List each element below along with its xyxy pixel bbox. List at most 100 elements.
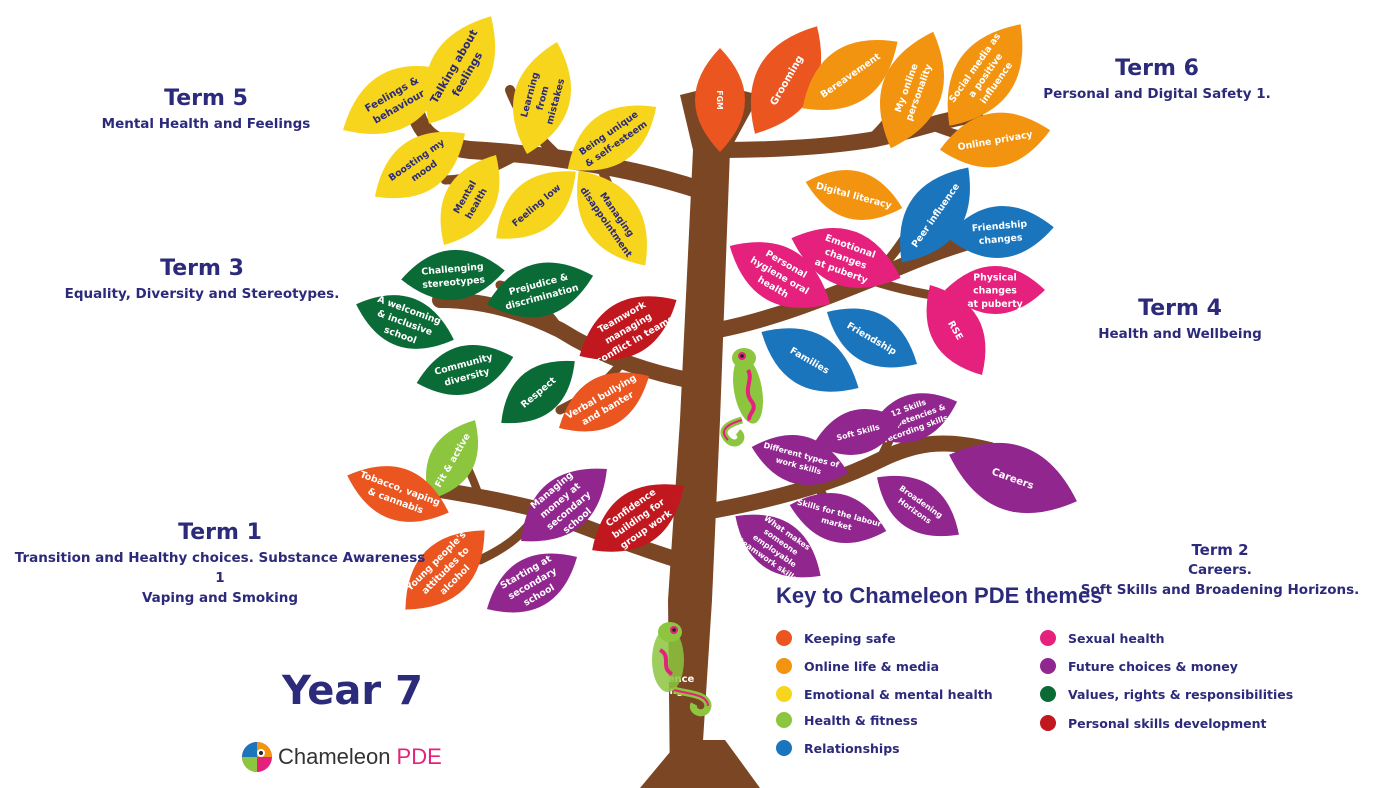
key-color-dot	[776, 740, 792, 756]
leaf-t3-1: Prejudice &discrimination	[486, 262, 594, 318]
term-1-title: Term 1	[178, 520, 262, 545]
leaf-t5-0: Feelings &behaviour	[343, 66, 447, 134]
term-4-title: Term 4	[1138, 296, 1222, 321]
leaf-shape	[805, 170, 903, 220]
leaf-shape	[440, 154, 500, 246]
leaf-shape	[877, 475, 959, 537]
leaf-shape	[592, 484, 684, 552]
leaf-shape	[761, 328, 859, 392]
leaf-shape	[826, 308, 918, 368]
key-item: Future choices & money	[1040, 658, 1238, 674]
tree-trunk	[640, 90, 760, 788]
leaf-shape	[424, 16, 496, 124]
leaf-shape	[926, 284, 986, 376]
key-label: Personal skills development	[1068, 715, 1267, 731]
term-2-title: Term 2	[1191, 541, 1249, 559]
leaf-shape	[577, 170, 647, 266]
leaf-shape	[486, 262, 594, 318]
key-color-dot	[1040, 630, 1056, 646]
key-item: Relationships	[776, 740, 900, 756]
leaf-shape	[789, 493, 887, 543]
leaf-label: changes	[978, 232, 1023, 247]
key-label: Future choices & money	[1068, 658, 1238, 674]
year-heading: Year 7	[282, 668, 423, 714]
key-title: Key to Chameleon PDE themes	[776, 583, 1103, 608]
leaf-t6-6: Digital literacy	[805, 170, 903, 220]
term-3-heading: Term 3 Equality, Diversity and Stereotyp…	[52, 256, 352, 304]
term-1-heading: Term 1 Transition and Healthy choices. S…	[10, 520, 430, 608]
leaf-shape	[751, 435, 849, 485]
leaf-shape	[401, 250, 505, 300]
leaf-shape	[343, 66, 447, 134]
chameleon-logo-icon	[242, 742, 272, 772]
leaf-t6-2: Bereavement	[802, 40, 898, 110]
key-item: Emotional & mental health	[776, 686, 993, 702]
chameleon-illustration	[720, 348, 763, 447]
leaf-shape	[735, 514, 821, 578]
leaf-shape	[486, 553, 578, 613]
key-item: Online life & media	[776, 658, 939, 674]
term-2-subtitle-1: Careers.	[1188, 562, 1252, 578]
leaf-shape	[513, 41, 571, 155]
key-item: Health & fitness	[776, 712, 918, 728]
leaf-t4-5: RSE	[926, 284, 986, 376]
leaf-shape	[695, 48, 745, 152]
logo-suffix: PDE	[396, 744, 442, 769]
leaf-label: stereotypes	[422, 274, 486, 290]
chameleon-illustration	[652, 622, 712, 717]
leaf-shape	[947, 24, 1023, 126]
term-1-subtitle-2: Vaping and Smoking	[141, 590, 299, 606]
leaf-shape	[521, 468, 607, 542]
leaf-shape	[946, 206, 1054, 258]
leaf-shape	[558, 372, 650, 432]
leaf-label: Friendship	[971, 219, 1027, 235]
leaf-t3-5: Respect	[501, 360, 575, 424]
leaf-t2-3: Careers	[949, 442, 1077, 514]
leaf-t6-1: Grooming	[750, 26, 822, 134]
leaf-shape	[356, 295, 454, 349]
leaf-shape	[416, 345, 514, 395]
key-color-dot	[776, 686, 792, 702]
leaf-shape	[567, 105, 657, 171]
term-1-subtitle-1: Transition and Healthy choices. Substanc…	[14, 550, 426, 586]
leaf-shape	[791, 228, 901, 288]
leaf-t4-7: Families	[761, 328, 859, 392]
leaf-t6-5: Online privacy	[939, 112, 1051, 168]
leaf-shape	[496, 171, 576, 239]
key-label: Sexual health	[1068, 630, 1165, 646]
leaf-shape	[729, 242, 831, 308]
leaf-t1-1: Tobacco, vaping& cannabis	[347, 466, 449, 522]
key-label: Keeping safe	[804, 630, 896, 646]
leaf-shape	[501, 360, 575, 424]
term-4-subtitle: Health and Wellbeing	[1098, 326, 1262, 342]
term-6-subtitle: Personal and Digital Safety 1.	[1043, 86, 1271, 102]
key-color-dot	[1040, 658, 1056, 674]
leaf-t5-6: Feeling low	[496, 171, 576, 239]
leaf-label: at puberty	[967, 299, 1023, 310]
logo-text: Chameleon	[278, 744, 391, 769]
key-label: Health & fitness	[804, 712, 918, 728]
leaf-label: Physical	[973, 272, 1016, 283]
chameleon-pde-logo: Chameleon PDE	[240, 740, 442, 774]
key-item: Keeping safe	[776, 630, 896, 646]
leaf-t2-1: Soft Skills	[813, 408, 903, 456]
leaf-shape	[945, 265, 1045, 315]
leaf-shape	[949, 442, 1077, 514]
leaf-shape	[813, 408, 903, 456]
leaf-shape	[405, 530, 485, 610]
term-6-title: Term 6	[1115, 56, 1199, 81]
key-color-dot	[776, 630, 792, 646]
term-2-subtitle-2: Soft Skills and Broadening Horizons.	[1080, 582, 1360, 598]
leaf-t6-0: FGM	[695, 48, 745, 152]
key-label: Values, rights & responsibilities	[1068, 686, 1294, 702]
key-item: Values, rights & responsibilities	[1040, 686, 1293, 702]
